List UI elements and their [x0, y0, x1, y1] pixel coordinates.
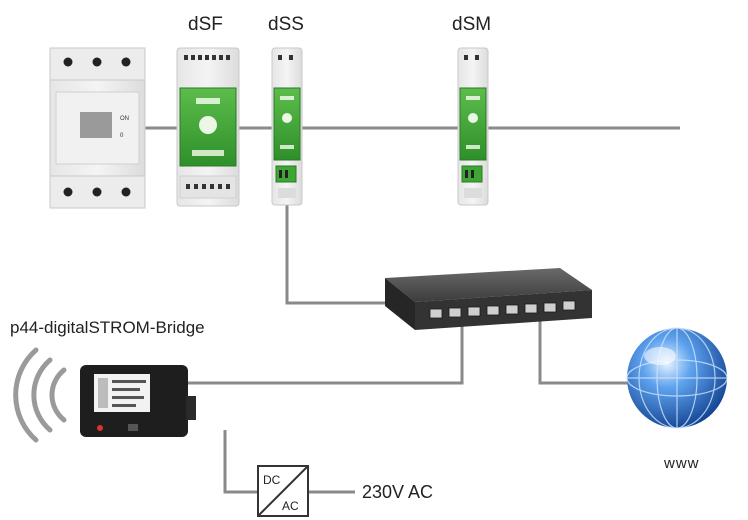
- main-breaker: ON 0: [49, 47, 146, 209]
- network-switch: [385, 268, 592, 330]
- dss-to-switch-line: [285, 205, 385, 305]
- dsf-label: dSF: [188, 14, 223, 35]
- svg-text:ON: ON: [120, 116, 129, 122]
- dc-ac-converter: DC AC: [257, 465, 309, 517]
- switch-to-internet-line: [538, 318, 628, 385]
- dsm-label: dSM: [452, 14, 492, 35]
- dsm-module: [457, 47, 489, 206]
- internet-label: www: [664, 455, 700, 472]
- bridge-to-converter-line: [223, 430, 258, 494]
- bridge-device: [80, 365, 196, 437]
- globe-icon: [626, 327, 728, 429]
- dsf-module: [176, 47, 240, 207]
- wireless-signal-icon: [13, 347, 67, 443]
- dss-module: [271, 47, 303, 206]
- bridge-label: p44-digitalSTROM-Bridge: [10, 318, 205, 337]
- svg-text:0: 0: [120, 133, 124, 139]
- converter-dc-label: DC: [263, 473, 281, 487]
- converter-ac-label: AC: [282, 499, 299, 513]
- power-label: 230V AC: [362, 482, 434, 502]
- dss-label: dSS: [268, 14, 304, 35]
- bridge-to-switch-line: [185, 318, 464, 385]
